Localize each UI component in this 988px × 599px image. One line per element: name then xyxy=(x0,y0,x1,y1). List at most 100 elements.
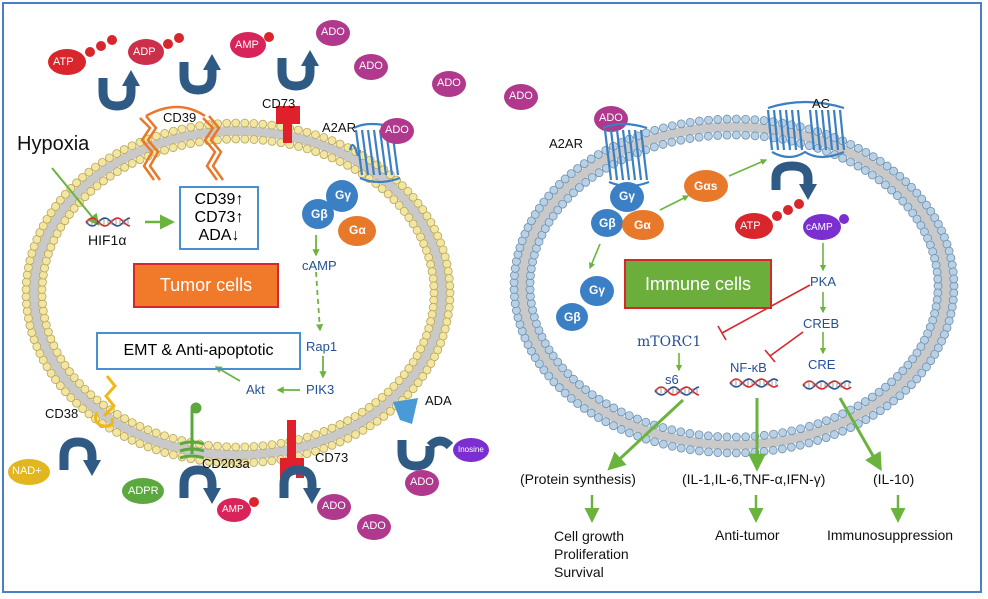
g-gamma-right-2-label: Gγ xyxy=(589,283,606,297)
adpr-label: ADPR xyxy=(128,485,159,497)
survival-label: Survival xyxy=(554,564,604,580)
g-alpha-right-shape xyxy=(622,210,664,240)
u-arrow-nad-adpr xyxy=(59,437,101,476)
growth-outcomes: Cell growth Proliferation Survival xyxy=(554,527,629,581)
g-beta-right-2-label: Gβ xyxy=(564,310,581,324)
camp-right-label: cAMP xyxy=(806,222,833,233)
ado-near-a2ar-left-label: ADO xyxy=(385,124,409,136)
dna-icons xyxy=(85,217,852,396)
cd38-label: CD38 xyxy=(45,406,79,421)
immune-cells-box: Immune cells xyxy=(624,259,772,309)
u-arrow-adp-amp xyxy=(179,54,221,95)
g-gamma-right-label: Gγ xyxy=(619,189,636,203)
cd203a-label: CD203a xyxy=(202,456,250,471)
dna-s6-icon xyxy=(654,386,700,396)
ado-top-2-shape xyxy=(354,54,388,80)
arrow-galpha-galphas xyxy=(659,195,690,211)
amp-chain-top xyxy=(230,32,274,58)
cell-membranes xyxy=(21,114,959,468)
ado-bottom-3-shape xyxy=(405,470,439,496)
cd203a-protein xyxy=(179,402,205,460)
ado-top-4-shape xyxy=(504,84,538,110)
camp-left-label: cAMP xyxy=(302,258,337,273)
arrow-cre-il10 xyxy=(838,397,882,472)
atp-right-label: ATP xyxy=(740,220,761,232)
cd38-protein xyxy=(94,375,117,428)
arrow-s6-protein xyxy=(607,398,685,471)
ado-bottom-1-label: ADO xyxy=(322,500,346,512)
g-alpha-s-shape xyxy=(684,170,728,202)
proliferation-label: Proliferation xyxy=(554,546,629,562)
a2ar-left-label: A2AR xyxy=(322,120,356,135)
ado-bottom-3-label: ADO xyxy=(410,476,434,488)
g-gamma-left-shape xyxy=(326,180,358,212)
regulation-cd73: CD73↑ xyxy=(194,209,244,226)
inhibit-creb-nfkb xyxy=(764,331,804,363)
emt-antiapoptotic-box: EMT & Anti-apoptotic xyxy=(96,332,301,370)
g-alpha-right-label: Gα xyxy=(634,218,651,232)
ado-near-a2ar-right-shape xyxy=(594,106,628,132)
u-arrow-ado-inosine xyxy=(397,440,435,471)
adpr-shape xyxy=(122,478,164,504)
camp-right-shape xyxy=(803,214,849,240)
akt-label: Akt xyxy=(246,382,265,397)
u-arrow-amp-ado xyxy=(277,50,319,91)
ac-label: AC xyxy=(812,96,831,111)
rap1-label: Rap1 xyxy=(306,339,338,354)
atp-chain xyxy=(48,35,117,75)
immunosuppression-label: Immunosuppression xyxy=(827,527,954,543)
amp-bottom-phosphate xyxy=(249,497,259,507)
cd39-protein xyxy=(139,105,225,181)
dna-cre-icon xyxy=(802,380,852,390)
amp-label: AMP xyxy=(235,39,259,51)
ado-near-a2ar-right-label: ADO xyxy=(599,112,623,124)
nad-label: NAD+ xyxy=(12,465,42,477)
protein-synthesis-label: (Protein synthesis) xyxy=(520,471,636,487)
cd73-bottom-label: CD73 xyxy=(315,450,349,465)
ado-bottom-2-shape xyxy=(357,514,391,540)
ado-top-3-label: ADO xyxy=(437,77,461,89)
u-arrow-atp-camp xyxy=(771,161,817,200)
amp-bottom-label: AMP xyxy=(222,504,244,515)
a2ar-right-label: A2AR xyxy=(549,136,583,151)
dna-hif1a-icon xyxy=(85,217,131,227)
g-alpha-s-label: Gαs xyxy=(694,179,718,193)
cell-growth-label: Cell growth xyxy=(554,528,625,544)
g-beta-right-shape xyxy=(591,209,623,237)
inhibit-pka-mtorc1 xyxy=(717,284,811,341)
anti-tumor-label: Anti-tumor xyxy=(715,527,780,543)
inosine-shape xyxy=(453,438,489,462)
g-gamma-right-shape xyxy=(610,182,644,212)
inosine-label: Inosine xyxy=(458,445,484,454)
u-arrow-atp-adp xyxy=(98,70,140,111)
ado-bottom-2-label: ADO xyxy=(362,520,386,532)
cd73-top-protein xyxy=(276,106,300,143)
regulation-cd39: CD39↑ xyxy=(194,191,244,208)
g-beta-left-label: Gβ xyxy=(311,207,328,221)
il10-label: (IL-10) xyxy=(873,471,915,487)
g-alpha-left-shape xyxy=(338,216,376,246)
g-alpha-left-label: Gα xyxy=(349,223,366,237)
cd73-top-label: CD73 xyxy=(262,96,296,111)
pka-label: PKA xyxy=(810,274,837,289)
cytokines-label: (IL-1,IL-6,TNF-α,IFN-γ) xyxy=(682,471,826,487)
arrow-gbg-release xyxy=(589,243,601,270)
ada-protein xyxy=(393,398,418,424)
cd39-label: CD39 xyxy=(163,110,197,125)
u-arrow-amp-ado-bottom xyxy=(279,465,321,504)
arrow-camp-rap1 xyxy=(315,271,324,332)
a2ar-left-protein xyxy=(348,122,401,184)
dna-nfkb-icon xyxy=(729,378,779,388)
ac-protein xyxy=(766,100,846,159)
adp-chain xyxy=(128,33,184,65)
g-beta-left-shape xyxy=(302,199,334,229)
hypoxia-arrow xyxy=(51,167,100,226)
tumor-membrane xyxy=(21,118,455,468)
pik3-label: PIK3 xyxy=(306,382,335,397)
atp-chain-right xyxy=(735,199,804,239)
u-arrow-adpr-amp xyxy=(179,465,221,504)
outer-frame xyxy=(2,2,982,593)
regulation-ada: ADA↓ xyxy=(198,227,240,244)
